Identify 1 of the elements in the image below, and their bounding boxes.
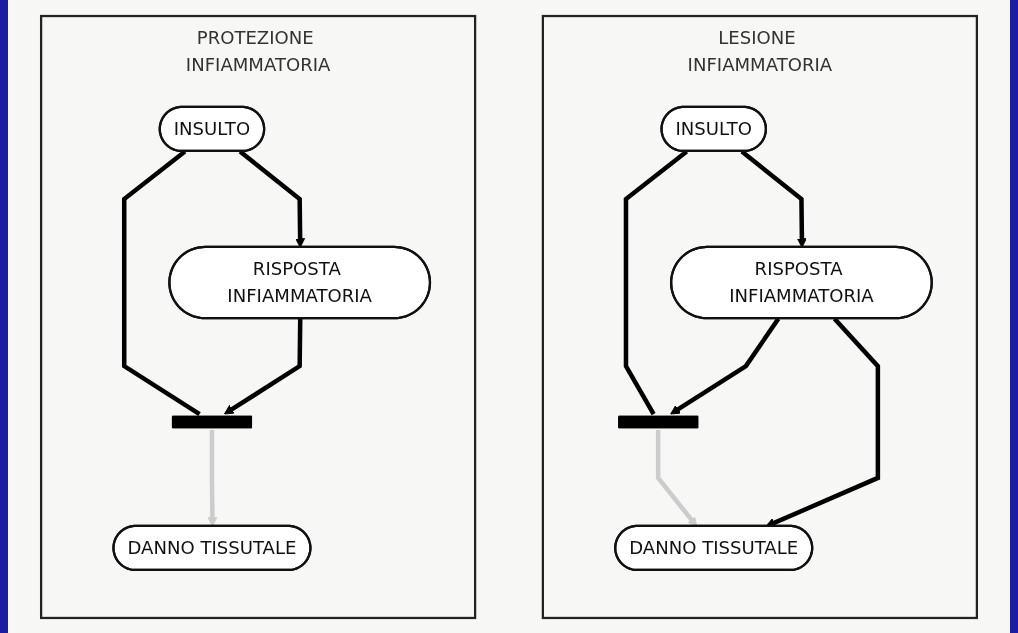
arrow	[223, 318, 303, 415]
